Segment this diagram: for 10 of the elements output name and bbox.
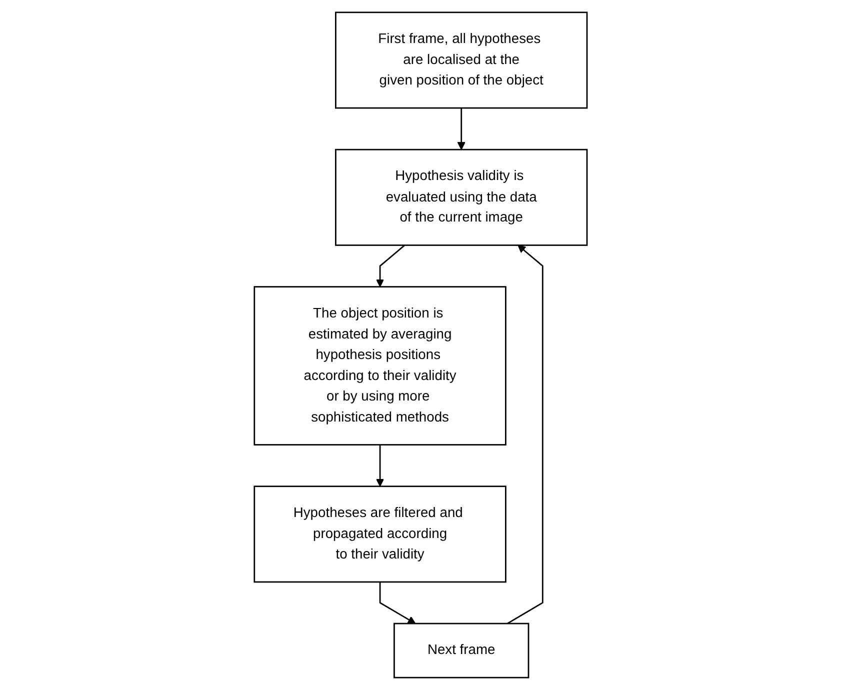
node-box: The object position is estimated by averaging hypothesis positions according to their validity or by using more sophisticated methods <box>254 286 506 446</box>
arrow <box>506 244 544 624</box>
arrow <box>457 108 466 150</box>
node-box: Next frame <box>393 622 529 678</box>
node-box: First frame, all hypotheses are localised at the given position of the object <box>334 12 588 109</box>
node-box: Hypotheses are filtered and propagated according to their validity <box>254 486 506 583</box>
arrow <box>376 244 405 288</box>
arrow <box>376 444 384 487</box>
node-box: Hypothesis validity is evaluated using the data of the current image <box>334 148 588 246</box>
arrow <box>379 582 416 624</box>
